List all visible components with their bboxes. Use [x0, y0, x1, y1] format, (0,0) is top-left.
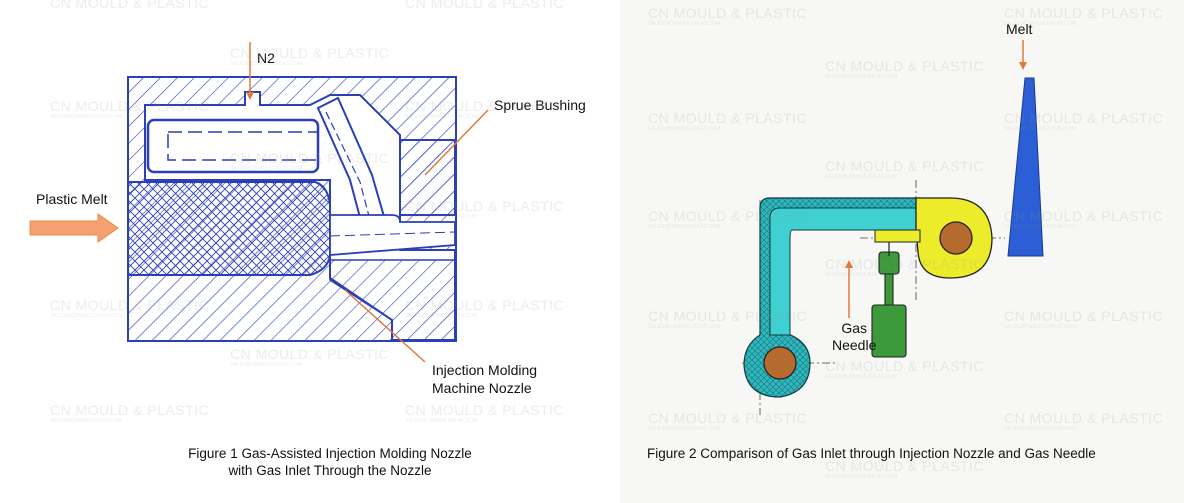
nozzle-body [329, 259, 456, 341]
gas-needle-stem [884, 273, 894, 309]
gas-needle-label-line2: Needle [832, 337, 877, 353]
sprue-bushing [399, 139, 456, 216]
nozzle-label-line1: Injection Molding [432, 362, 538, 378]
melt-label: Melt [1006, 21, 1033, 37]
figure-1-drawing [29, 42, 489, 363]
pivot-upper [939, 221, 973, 255]
figure-2-drawing [742, 40, 1044, 415]
gas-pin-core [167, 131, 319, 161]
figure-1-caption-line2: with Gas Inlet Through the Nozzle [228, 463, 432, 478]
gas-pin [146, 118, 320, 174]
sprue-bushing-label: Sprue Bushing [494, 97, 586, 113]
figure-1-panel: N2 Sprue Bushing Plastic Melt Injection … [29, 0, 586, 479]
melt-nozzle [1007, 77, 1044, 257]
figure-2-panel: Melt Gas Needle Figure 2 Comparison of G… [620, 0, 1184, 503]
inner-core [769, 207, 921, 336]
gas-needle-label-line1: Gas [841, 320, 868, 336]
nozzle-channel [329, 214, 456, 256]
gas-needle-body [871, 304, 907, 358]
nozzle-label: Injection Molding Machine Nozzle [432, 361, 537, 397]
sprue-leader [424, 109, 489, 176]
pivot-lower [763, 346, 797, 380]
nozzle-leader [344, 289, 426, 363]
plastic-melt-label: Plastic Melt [36, 191, 108, 207]
melt-flow [127, 181, 331, 276]
plastic-melt-arrow [29, 213, 119, 243]
outer-runner [743, 197, 921, 398]
figure-2-caption: Figure 2 Comparison of Gas Inlet through… [647, 446, 1096, 461]
nozzle-label-line2: Machine Nozzle [432, 380, 532, 396]
gas-needle-label: Gas Needle [832, 320, 876, 354]
figure-1-caption-line1: Figure 1 Gas-Assisted Injection Molding … [188, 446, 472, 461]
figure-1-caption: Figure 1 Gas-Assisted Injection Molding … [110, 445, 550, 479]
n2-label: N2 [257, 50, 275, 66]
